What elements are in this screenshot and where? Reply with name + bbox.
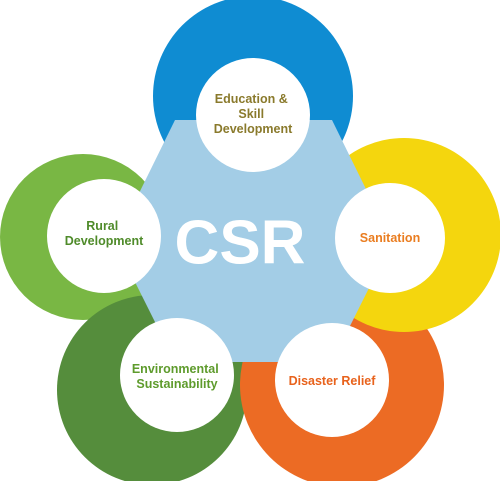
rural-label: Rural Development bbox=[65, 219, 144, 248]
disaster-label: Disaster Relief bbox=[289, 374, 377, 388]
education-label-line: Skill bbox=[238, 107, 264, 121]
rural-circle bbox=[47, 179, 161, 293]
education-circle bbox=[196, 58, 310, 172]
environment-circle bbox=[120, 318, 234, 432]
sanitation-circle bbox=[335, 183, 445, 293]
sanitation-label-line: Sanitation bbox=[360, 231, 420, 245]
education-label-line: Development bbox=[214, 122, 293, 136]
education-label-line: Education & bbox=[215, 92, 288, 106]
education-label: Education & Skill Development bbox=[214, 92, 293, 136]
csr-title: CSR bbox=[175, 208, 306, 277]
rural-label-line: Development bbox=[65, 234, 144, 248]
rural-label-line: Rural bbox=[86, 219, 118, 233]
sanitation-label: Sanitation bbox=[360, 231, 420, 245]
csr-hexagon bbox=[115, 120, 392, 362]
environment-label-line: Sustainability bbox=[136, 377, 217, 391]
disaster-circle bbox=[275, 323, 389, 437]
environment-label-line: Environmental bbox=[132, 362, 219, 376]
environment-label: Environmental Sustainability bbox=[132, 362, 222, 391]
disaster-label-line: Disaster Relief bbox=[289, 374, 377, 388]
